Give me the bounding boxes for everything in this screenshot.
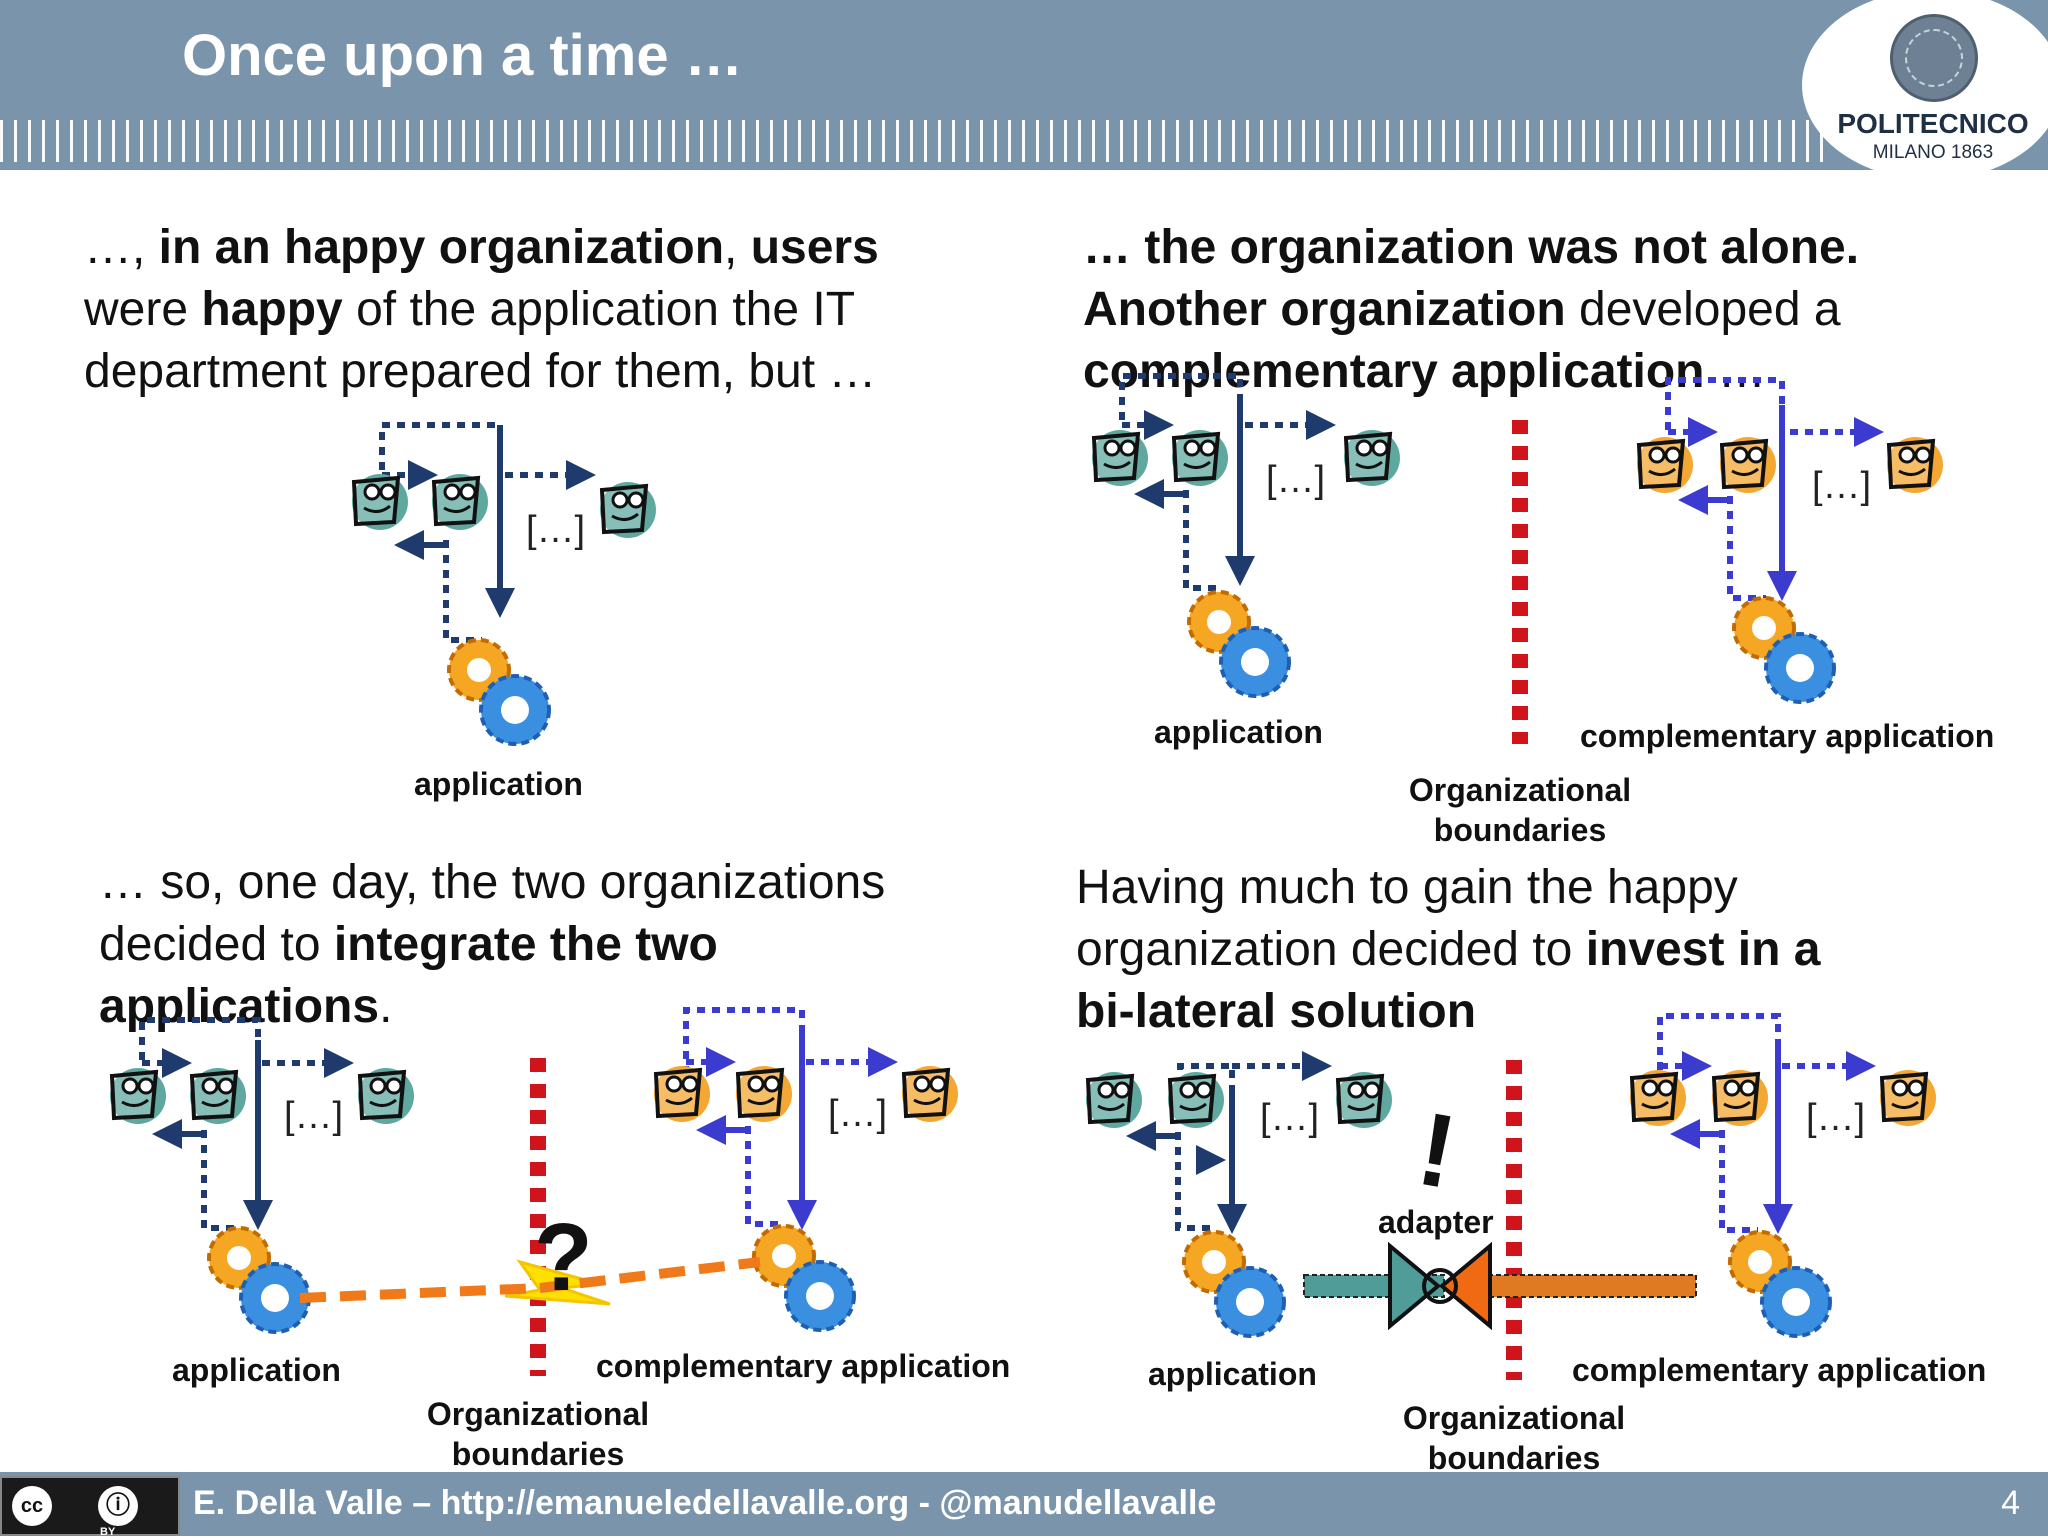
application-gear-icon <box>447 638 551 746</box>
panel3-diagram: ? <box>108 1007 960 1376</box>
bottom-right-text: Having much to gain the happy organizati… <box>1076 861 1821 1038</box>
slide-title: Once upon a time … <box>182 23 743 88</box>
user-icon <box>652 1064 712 1124</box>
user-icon <box>1635 435 1695 495</box>
footer-credits: E. Della Valle – http://emanueledellaval… <box>193 1484 1217 1522</box>
adapter-pipe-right <box>1479 1274 1697 1298</box>
lightning-icon <box>504 1259 611 1306</box>
user-icon <box>900 1064 960 1124</box>
slide-footer <box>0 1472 2048 1536</box>
attribution-icon: ⓘ <box>98 1486 138 1526</box>
application-label: application <box>1154 714 1323 750</box>
ellipsis-label: […] <box>1806 1097 1865 1139</box>
user-icon <box>1342 428 1402 488</box>
application-label: application <box>1148 1356 1317 1392</box>
logo-name: POLITECNICO <box>1837 108 2029 139</box>
complementary-application-label: complementary application <box>596 1348 1011 1384</box>
user-icon <box>1166 1070 1226 1130</box>
cc-icon: cc <box>12 1486 52 1526</box>
seal-icon <box>1890 14 1978 102</box>
top-right-text: … the organization was not alone. Anothe… <box>1083 221 1860 398</box>
ellipsis-label: […] <box>526 509 585 551</box>
header-tick-pattern <box>0 120 1830 162</box>
question-mark: ? <box>534 1204 593 1311</box>
application-label: application <box>172 1352 341 1388</box>
adapter-label: adapter <box>1378 1204 1494 1240</box>
panel1-diagram <box>350 422 658 746</box>
application-gear-icon <box>1182 1230 1286 1338</box>
ellipsis-label: […] <box>828 1093 887 1135</box>
user-icon <box>350 472 410 532</box>
user-icon <box>1878 1068 1938 1128</box>
failed-link-right <box>539 1257 761 1293</box>
user-icon <box>1718 435 1778 495</box>
user-icon <box>1090 428 1150 488</box>
ellipsis-label: […] <box>1812 465 1871 507</box>
adapter-valve-left <box>1388 1241 1442 1331</box>
user-icon <box>1710 1068 1770 1128</box>
cc-license-badge[interactable]: cc ⓘ BY <box>0 1476 180 1538</box>
application-gear-icon <box>207 1226 311 1334</box>
failed-link-left <box>299 1283 541 1303</box>
user-icon <box>1084 1070 1144 1130</box>
organizational-boundaries-label: Organizational boundaries <box>1402 1400 1626 1476</box>
ellipsis-label: […] <box>1260 1097 1319 1139</box>
user-icon <box>188 1066 248 1126</box>
logo-subtitle: MILANO 1863 <box>1872 142 1994 163</box>
page-number: 4 <box>2001 1484 2020 1522</box>
panel2-diagram <box>1090 373 1945 744</box>
exclamation-mark: ! <box>1410 1091 1464 1211</box>
ellipsis-label: […] <box>1266 459 1325 501</box>
bottom-left-text: … so, one day, the two organizations dec… <box>99 856 886 1033</box>
user-icon <box>356 1066 416 1126</box>
application-gear-icon <box>1187 590 1291 698</box>
user-icon <box>734 1064 794 1124</box>
by-label: BY <box>100 1526 116 1538</box>
complementary-application-label: complementary application <box>1572 1352 1987 1388</box>
complementary-gear-icon <box>1728 1230 1832 1338</box>
adapter-pipe-left <box>1303 1274 1445 1298</box>
complementary-application-label: complementary application <box>1580 718 1995 754</box>
adapter-valve-right <box>1438 1241 1492 1331</box>
ellipsis-label: […] <box>284 1095 343 1137</box>
application-label: application <box>414 766 583 802</box>
organizational-boundaries-label: Organizational boundaries <box>1408 772 1632 848</box>
complementary-gear-icon <box>752 1224 856 1332</box>
user-icon <box>430 472 490 532</box>
adapter-icon <box>1422 1268 1458 1304</box>
user-icon <box>1334 1070 1394 1130</box>
top-left-text: …, in an happy organization, users were … <box>84 221 879 398</box>
user-icon <box>1628 1068 1688 1128</box>
user-icon <box>108 1066 168 1126</box>
organizational-boundaries-label: Organizational boundaries <box>426 1396 650 1472</box>
user-icon <box>1885 435 1945 495</box>
complementary-gear-icon <box>1732 596 1836 704</box>
panel4-diagram: ! <box>1084 1013 1938 1380</box>
user-icon <box>1170 428 1230 488</box>
user-icon <box>598 480 658 540</box>
